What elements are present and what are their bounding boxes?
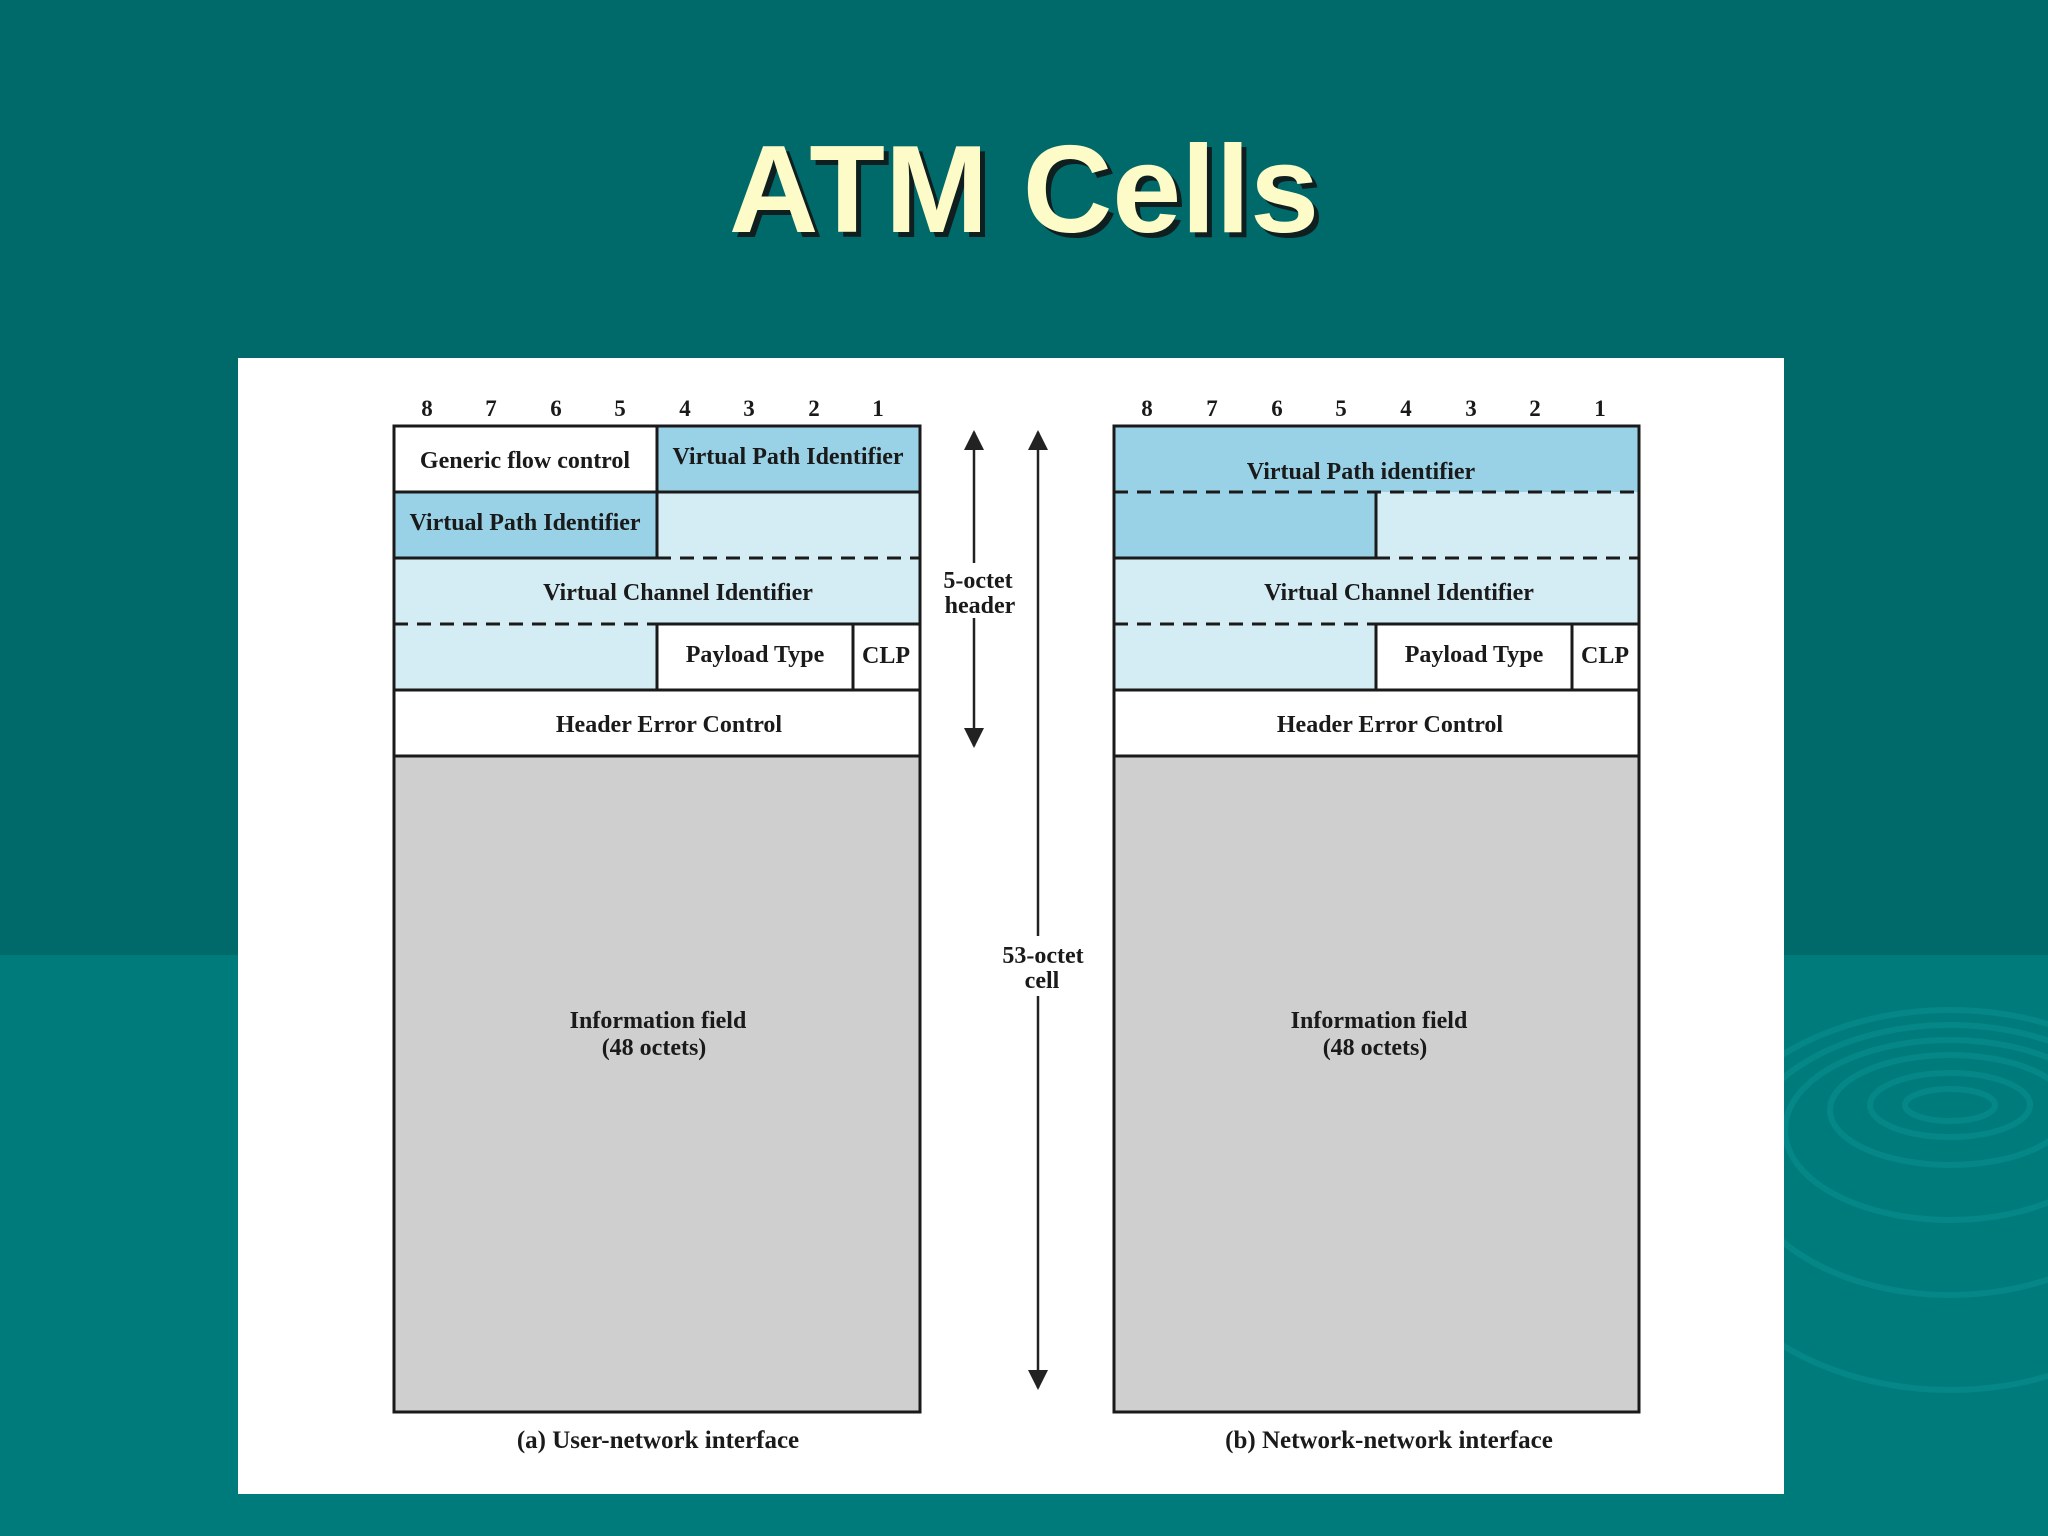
bit-number: 3 [743, 396, 755, 421]
header-size-label-2: header [945, 593, 1016, 619]
payload-type-field [1376, 624, 1572, 690]
vpi-field-lower [394, 492, 657, 558]
atm-cell-figure: 8 7 6 5 4 3 2 1 [238, 358, 1784, 1494]
bit-number: 6 [550, 396, 562, 421]
clp-label: CLP [862, 643, 910, 669]
vpi-label-lower: Virtual Path Identifier [409, 510, 640, 536]
vci-field-part1 [657, 492, 920, 558]
info-field-label: Information field [570, 1008, 747, 1034]
vci-field-part3 [1114, 624, 1376, 690]
uni-caption: (a) User-network interface [517, 1427, 799, 1454]
cell-size-arrow: 53-octet cell [1002, 430, 1084, 1390]
hec-field [394, 690, 920, 756]
bit-number: 1 [872, 396, 884, 421]
header-size-arrow: 5-octet header [943, 430, 1016, 748]
bit-number: 6 [1271, 396, 1283, 421]
bit-number: 4 [679, 396, 691, 421]
gfc-field [394, 426, 657, 492]
bit-number: 5 [614, 396, 626, 421]
clp-field [1572, 624, 1639, 690]
vci-field-part3 [394, 624, 657, 690]
payload-type-field [657, 624, 853, 690]
vci-label: Virtual Channel Identifier [1264, 580, 1534, 606]
hec-field [1114, 690, 1639, 756]
vci-field-part1 [1376, 492, 1639, 558]
bit-number: 8 [421, 396, 433, 421]
nni-bit-numbers: 8 7 6 5 4 3 2 1 [1141, 396, 1606, 421]
vpi-field-upper [1114, 426, 1639, 492]
cell-size-label-2: cell [1025, 968, 1060, 994]
vpi-label: Virtual Path identifier [1247, 459, 1476, 485]
slide-title: ATM Cells [728, 121, 1320, 259]
information-field [1114, 756, 1639, 1412]
bit-number: 7 [1206, 396, 1218, 421]
vci-label: Virtual Channel Identifier [543, 580, 813, 606]
bit-number: 2 [1529, 396, 1541, 421]
clp-field [853, 624, 920, 690]
payload-type-label: Payload Type [1405, 642, 1544, 668]
gfc-label: Generic flow control [420, 448, 630, 474]
nni-diagram: 8 7 6 5 4 3 2 1 [1112, 396, 1641, 1454]
uni-diagram: 8 7 6 5 4 3 2 1 [392, 396, 922, 1454]
bit-number: 3 [1465, 396, 1477, 421]
vpi-field-upper [657, 426, 920, 492]
clp-label: CLP [1581, 643, 1629, 669]
nni-caption: (b) Network-network interface [1225, 1427, 1553, 1454]
hec-label: Header Error Control [1277, 712, 1504, 738]
info-field-size: (48 octets) [1323, 1035, 1428, 1061]
vpi-field-lower [1114, 492, 1376, 558]
hec-label: Header Error Control [556, 712, 783, 738]
cell-size-label: 53-octet [1002, 943, 1083, 969]
bit-number: 4 [1400, 396, 1412, 421]
bit-number: 1 [1594, 396, 1606, 421]
bit-number: 5 [1335, 396, 1347, 421]
header-size-label: 5-octet [943, 568, 1012, 594]
uni-bit-numbers: 8 7 6 5 4 3 2 1 [421, 396, 884, 421]
info-field-label: Information field [1291, 1008, 1468, 1034]
bit-number: 7 [485, 396, 497, 421]
vpi-label-upper: Virtual Path Identifier [672, 444, 903, 470]
vci-field-part2 [394, 558, 920, 624]
payload-type-label: Payload Type [686, 642, 825, 668]
bit-number: 2 [808, 396, 820, 421]
vci-field-part2 [1114, 558, 1639, 624]
information-field [394, 756, 920, 1412]
info-field-size: (48 octets) [602, 1035, 707, 1061]
bit-number: 8 [1141, 396, 1153, 421]
